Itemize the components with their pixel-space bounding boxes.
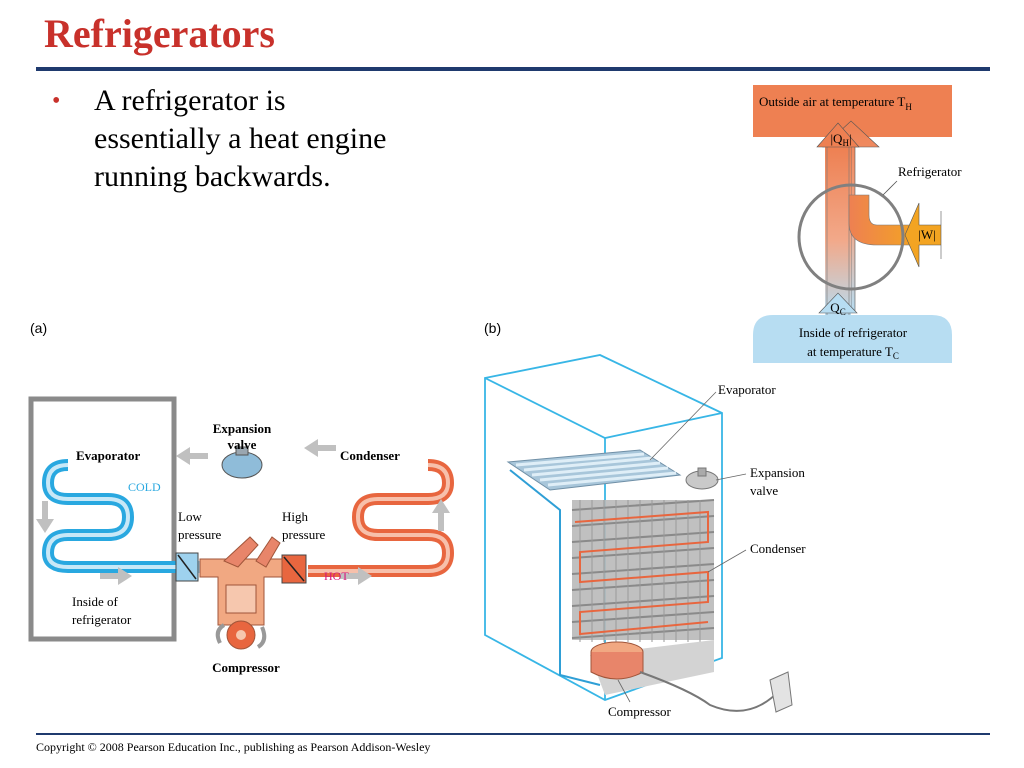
high-pressure-label-line2: pressure <box>282 527 326 542</box>
low-pressure-label-line1: Low <box>178 509 202 524</box>
title-divider <box>36 67 990 71</box>
expansion-valve <box>685 467 719 490</box>
expansion-valve-label-line1: Expansion <box>750 465 805 480</box>
inside-label-line2: refrigerator <box>72 612 132 627</box>
inside-label-line1: Inside of <box>72 594 119 609</box>
refrigerator-box <box>28 396 177 642</box>
refrigerator-label: Refrigerator <box>898 164 962 179</box>
condenser-grid <box>571 499 715 642</box>
work-label: |W| <box>918 227 935 242</box>
refrigerator-illustration: Evaporator Expansion valve Condenser Com… <box>484 354 806 719</box>
compressor-label: Compressor <box>608 704 672 719</box>
qh-label: |QH| <box>830 131 851 148</box>
high-pressure-label-line1: High <box>282 509 309 524</box>
hot-reservoir-label: Outside air at temperature TH <box>759 94 912 112</box>
footer-divider <box>36 733 990 735</box>
refrigeration-cycle-diagram: Expansion valve Evaporator Condenser COL… <box>28 396 455 675</box>
wall-outlet <box>769 671 793 713</box>
condenser-label: Condenser <box>750 541 806 556</box>
expansion-valve-label-line1: Expansion <box>213 421 272 436</box>
compressor-label: Compressor <box>212 660 280 675</box>
evaporator-label: Evaporator <box>718 382 776 397</box>
cold-reservoir <box>753 315 952 363</box>
condenser-label: Condenser <box>340 448 400 463</box>
cold-label: COLD <box>128 480 161 494</box>
coolant-path <box>509 469 601 686</box>
qc-label: QC <box>830 300 845 317</box>
evaporator-coil <box>506 449 682 491</box>
hot-label: HOT <box>324 569 349 583</box>
slide-title: Refrigerators <box>44 11 275 56</box>
refrigerator-circle <box>797 183 905 291</box>
expansion-valve-label-line2: valve <box>750 483 778 498</box>
evaporator-label: Evaporator <box>76 448 141 463</box>
figure-b-label: (b) <box>484 320 502 336</box>
expansion-valve-label-line2: valve <box>228 437 257 452</box>
evaporator-coil <box>41 459 188 573</box>
cold-reservoir-line2: at temperature TC <box>807 344 899 361</box>
copyright-text: Copyright © 2008 Pearson Education Inc.,… <box>36 740 431 754</box>
compressor <box>590 641 644 680</box>
work-arrow <box>904 202 942 268</box>
cold-reservoir-line1: Inside of refrigerator <box>799 325 908 340</box>
low-pressure-label-line2: pressure <box>178 527 222 542</box>
condenser-coil <box>308 459 455 577</box>
bullet-item: A refrigerator is essentially a heat eng… <box>52 82 394 196</box>
expansion-valve <box>221 446 263 479</box>
bullet-list: A refrigerator is essentially a heat eng… <box>52 82 394 196</box>
energy-flow-diagram: Outside air at temperature TH |W| |QH| R… <box>753 85 962 363</box>
compressor <box>199 536 283 650</box>
figure-a-label: (a) <box>30 320 48 336</box>
condenser-path <box>574 510 709 636</box>
